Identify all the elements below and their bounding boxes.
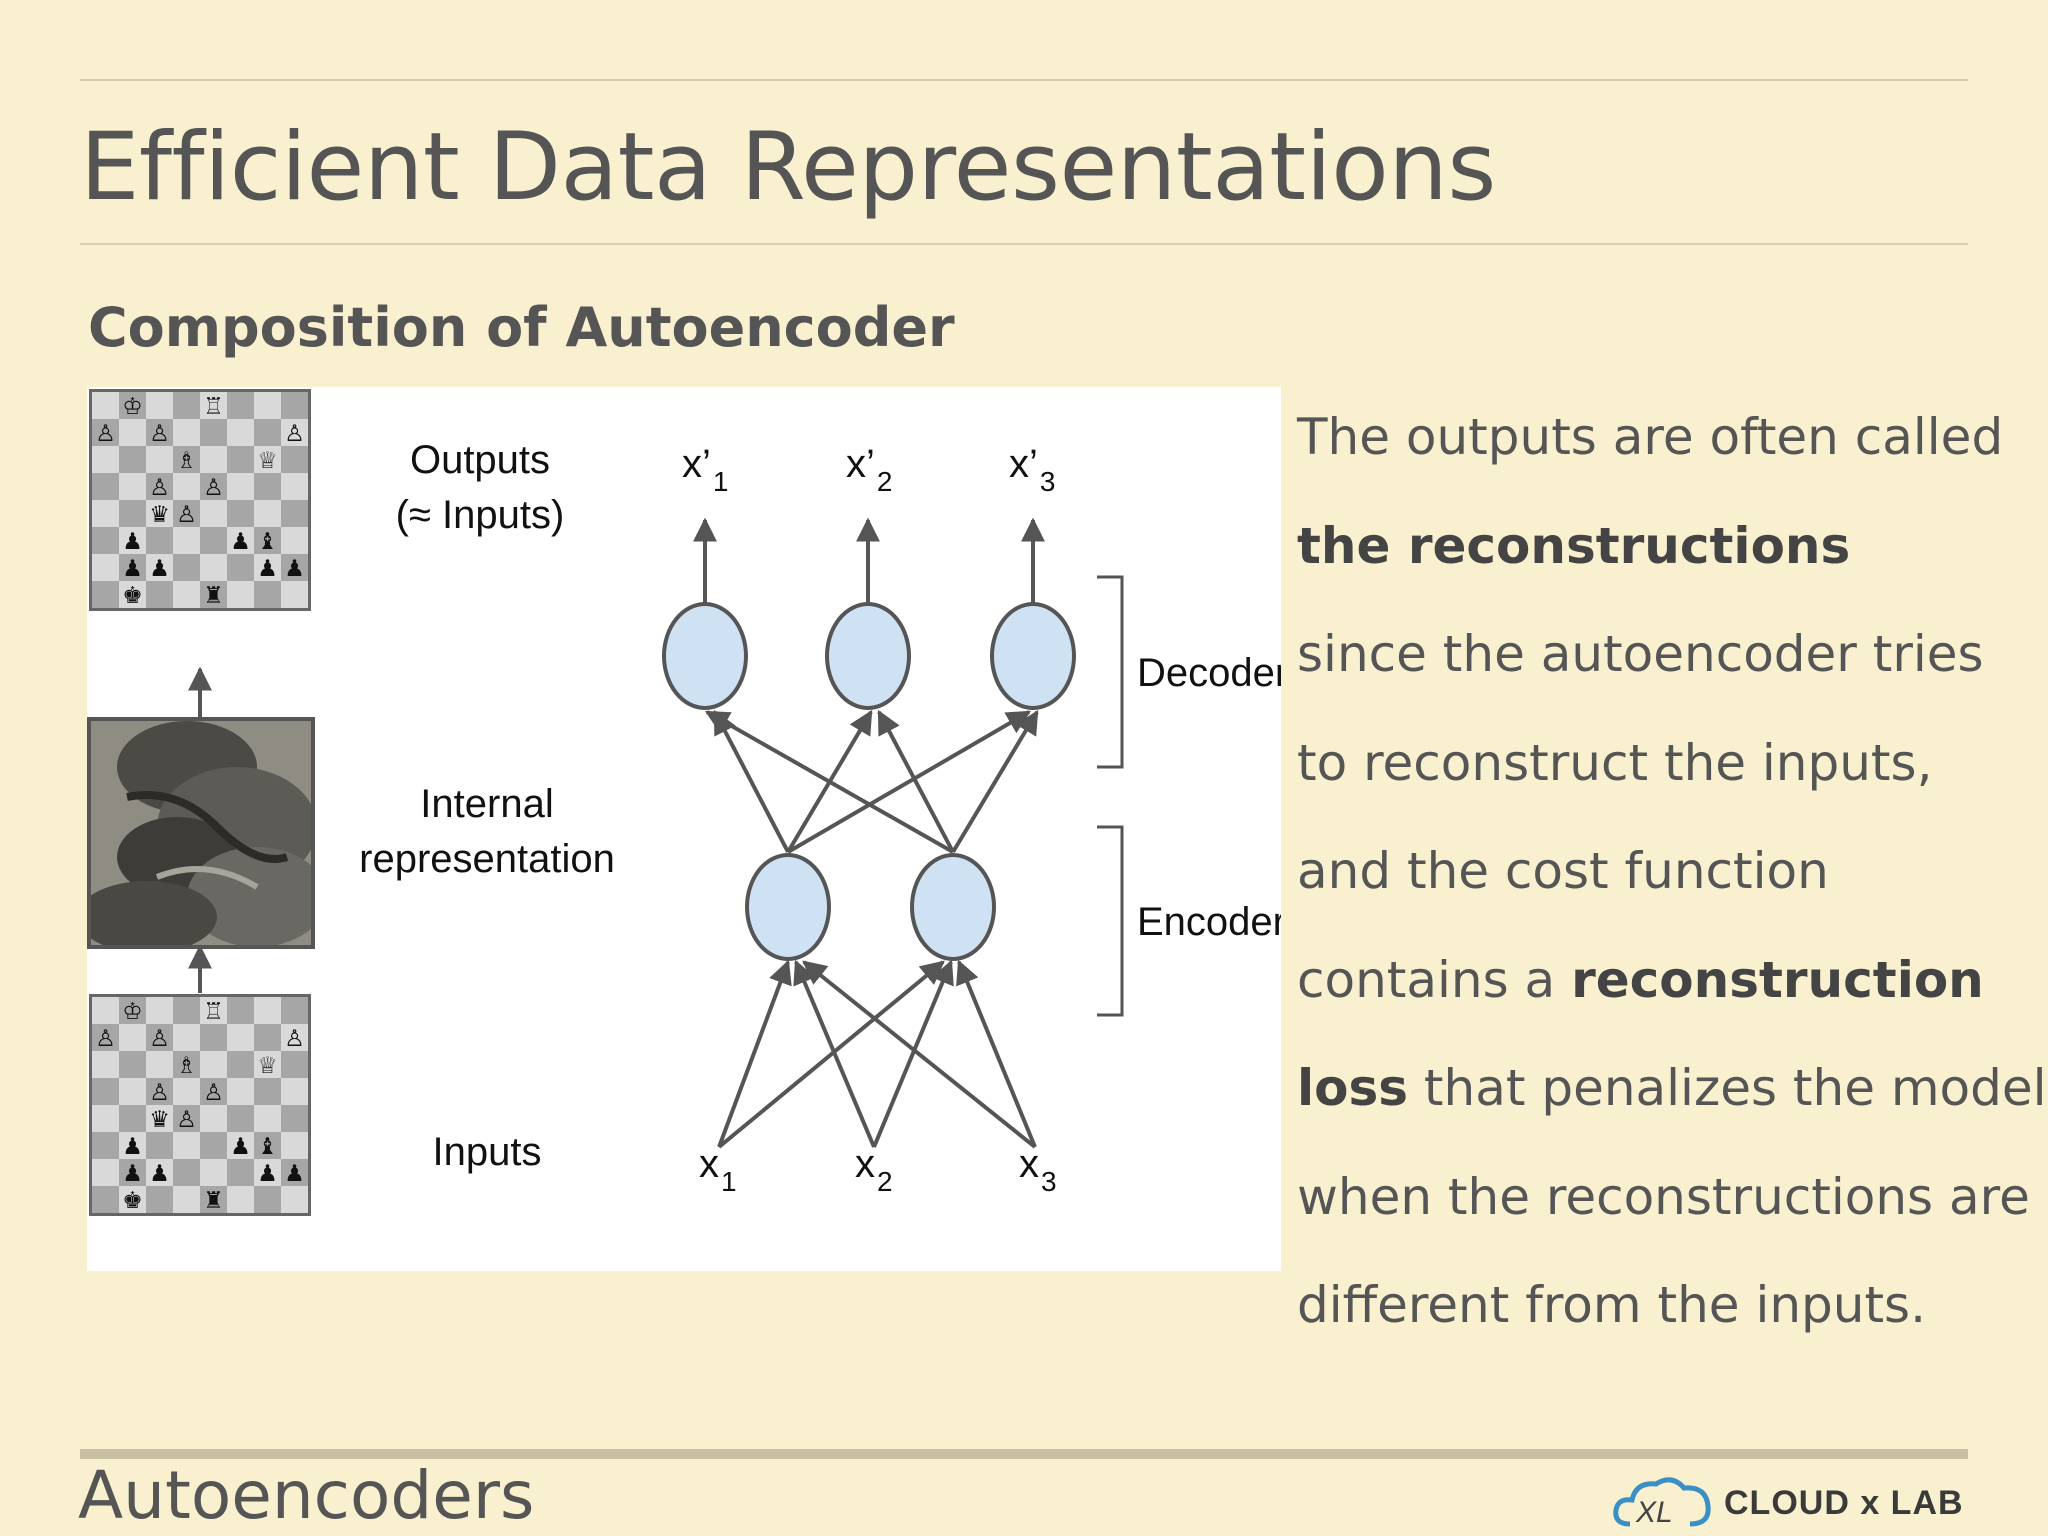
svg-text:♙: ♙ [203, 1080, 224, 1106]
output-node-1 [662, 602, 748, 710]
svg-text:♟: ♟ [149, 556, 170, 582]
body-line: when the reconstructions are [1297, 1167, 2030, 1226]
body-line: loss that penalizes the model [1297, 1059, 2047, 1117]
svg-text:♟: ♟ [149, 1161, 170, 1187]
output-x2-label: x’2 [846, 442, 892, 497]
svg-text:♟: ♟ [257, 1161, 278, 1187]
svg-text:♙: ♙ [149, 1026, 170, 1052]
representation-label: representation [359, 837, 615, 881]
top-rule [80, 79, 1968, 81]
network-edges [693, 517, 1045, 1149]
svg-text:♗: ♗ [176, 1053, 197, 1079]
input-x3-label: x3 [1019, 1142, 1057, 1197]
body-line: The outputs are often called [1297, 408, 2004, 466]
autoencoder-diagram: ♔♖♙♙♙♗♕♙♙♛♙♟♟♝♟♟♟♟♚♜ ♔♖♙♙♙♗♕♙♙♛♙♟♟♝♟♟♟♟♚… [87, 387, 1281, 1271]
svg-text:♔: ♔ [122, 394, 143, 420]
svg-text:♙: ♙ [203, 475, 224, 501]
svg-text:♙: ♙ [95, 421, 116, 447]
svg-text:♖: ♖ [203, 394, 224, 420]
svg-text:♝: ♝ [257, 529, 278, 555]
output-x1-label: x’1 [682, 442, 728, 497]
svg-text:♟: ♟ [122, 529, 143, 555]
svg-text:♙: ♙ [284, 421, 305, 447]
svg-text:♙: ♙ [95, 1026, 116, 1052]
input-x1-label: x1 [699, 1142, 737, 1197]
body-line-bold: the reconstructions [1297, 516, 1851, 575]
body-line: to reconstruct the inputs, [1297, 733, 1933, 792]
hidden-node-2 [910, 853, 996, 961]
outputs-label: Outputs [410, 438, 550, 482]
svg-text:♟: ♟ [230, 529, 251, 555]
output-node-2 [825, 602, 911, 710]
svg-text:♙: ♙ [176, 502, 197, 528]
svg-text:♟: ♟ [122, 1134, 143, 1160]
svg-text:♟: ♟ [284, 556, 305, 582]
svg-text:♔: ♔ [122, 999, 143, 1025]
slide-title: Efficient Data Representations [80, 113, 1496, 222]
svg-text:♙: ♙ [149, 1080, 170, 1106]
output-x3-label: x’3 [1009, 442, 1055, 497]
svg-text:♜: ♜ [203, 583, 224, 609]
svg-text:♟: ♟ [122, 1161, 143, 1187]
hidden-node-1 [745, 853, 831, 961]
body-text: The outputs are often called the reconst… [1297, 383, 2047, 1360]
inputs-label: Inputs [433, 1130, 542, 1174]
svg-text:♟: ♟ [230, 1134, 251, 1160]
svg-text:♝: ♝ [257, 1134, 278, 1160]
svg-text:♟: ♟ [284, 1161, 305, 1187]
svg-text:♟: ♟ [122, 556, 143, 582]
network-nodes [662, 602, 1076, 961]
body-line: contains a reconstruction [1297, 950, 1984, 1009]
svg-text:♙: ♙ [149, 421, 170, 447]
chessboard-input-image: ♔♖♙♙♙♗♕♙♙♛♙♟♟♝♟♟♟♟♚♜ [89, 994, 311, 1216]
svg-text:♙: ♙ [284, 1026, 305, 1052]
cloud-icon: XL [1613, 1477, 1711, 1529]
body-line: and the cost function [1297, 842, 1829, 900]
svg-text:♛: ♛ [149, 1107, 170, 1133]
section-subtitle: Composition of Autoencoder [88, 296, 955, 359]
svg-text:XL: XL [1635, 1496, 1673, 1529]
chessboard-output-image: ♔♖♙♙♙♗♕♙♙♛♙♟♟♝♟♟♟♟♚♜ [89, 389, 311, 611]
svg-text:♚: ♚ [122, 1188, 143, 1214]
thinker-statue-image [87, 717, 315, 949]
encoder-bracket [1097, 825, 1124, 1017]
cloudxlab-logo: XL CLOUD x LAB [1610, 1470, 1970, 1536]
svg-text:♗: ♗ [176, 448, 197, 474]
svg-text:♕: ♕ [257, 1053, 278, 1079]
body-line: different from the inputs. [1297, 1276, 1927, 1334]
logo-text: CLOUD x LAB [1724, 1483, 1964, 1522]
footer-rule [80, 1449, 1968, 1459]
svg-text:♕: ♕ [257, 448, 278, 474]
encoder-label: Encoder [1137, 900, 1281, 944]
internal-label: Internal [420, 782, 553, 826]
svg-text:♟: ♟ [257, 556, 278, 582]
svg-text:♙: ♙ [176, 1107, 197, 1133]
svg-text:♚: ♚ [122, 583, 143, 609]
title-rule [80, 243, 1968, 245]
decoder-label: Decoder [1137, 651, 1281, 695]
decoder-bracket [1097, 575, 1124, 769]
footer-label: Autoencoders [78, 1457, 535, 1534]
output-node-3 [990, 602, 1076, 710]
svg-text:♜: ♜ [203, 1188, 224, 1214]
outputs-note-label: (≈ Inputs) [396, 493, 565, 537]
svg-text:♛: ♛ [149, 502, 170, 528]
svg-text:♖: ♖ [203, 999, 224, 1025]
svg-text:♙: ♙ [149, 475, 170, 501]
input-x2-label: x2 [855, 1142, 893, 1197]
body-line: since the autoencoder tries [1297, 625, 1984, 683]
